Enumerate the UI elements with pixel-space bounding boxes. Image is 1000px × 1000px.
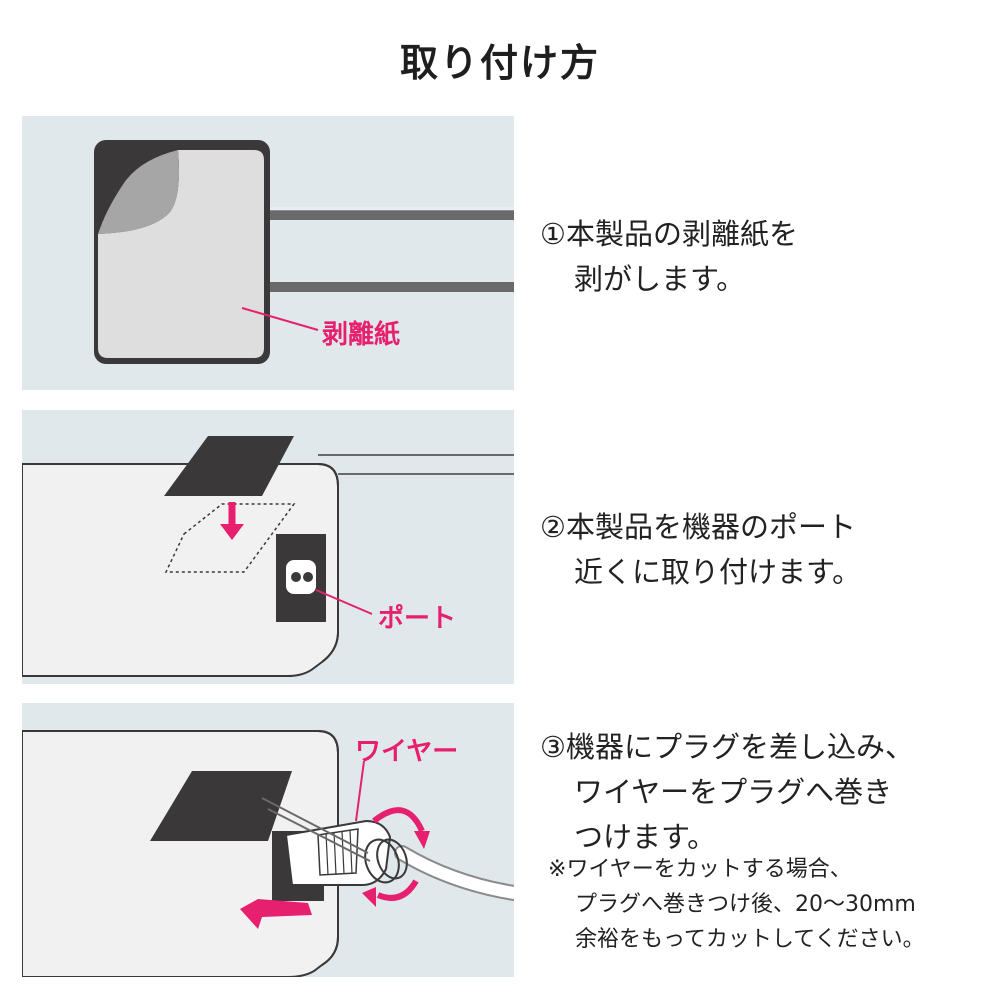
wire-strand-upper <box>261 797 369 854</box>
step-1-number: ① <box>540 217 566 251</box>
port-callout: ポート <box>378 604 457 634</box>
step-3-illustration: ワイヤー <box>22 703 514 977</box>
page-title: 取り付け方 <box>399 41 600 85</box>
liner-callout: 剥離紙 <box>322 320 401 350</box>
step-2-instructions: ②本製品を機器のポート 近くに取り付けます。 <box>540 505 980 595</box>
wrap-arrow-icon-upper <box>414 831 430 849</box>
plug-head <box>284 819 392 886</box>
step-2-line-1: ②本製品を機器のポート <box>540 510 857 544</box>
step-2-line-2: 近くに取り付けます。 <box>574 555 862 589</box>
wire-callout: ワイヤー <box>355 737 459 767</box>
note-line-1: ※ワイヤーをカットする場合、 <box>548 857 852 882</box>
release-liner <box>98 150 264 358</box>
step-1-line-1: ①本製品の剥離紙を <box>540 217 799 251</box>
cutting-note: ※ワイヤーをカットする場合、 プラグへ巻きつけ後、20～30mm 余裕をもってカ… <box>548 852 988 957</box>
step-3-diagram <box>22 730 514 977</box>
step-3-line-3: つけます。 <box>574 820 717 854</box>
wrap-arrow-icon-lower <box>362 887 376 907</box>
liner-leader-line <box>241 307 319 331</box>
step-3-number: ③ <box>540 730 566 764</box>
liner-peeled-corner <box>98 150 179 234</box>
step-2-diagram <box>22 436 514 677</box>
step-2-number: ② <box>540 510 566 544</box>
step-1-diagram <box>94 140 514 364</box>
mount-position-outline <box>164 503 296 573</box>
step-1-instructions: ①本製品の剥離紙を 剥がします。 <box>540 212 980 302</box>
note-mark: ※ <box>548 857 567 882</box>
step-1-illustration: 剥離紙 <box>22 116 514 390</box>
wire-strand-upper <box>252 210 514 220</box>
step-3-instructions: ③機器にプラグを差し込み、 ワイヤーをプラグへ巻き つけます。 <box>540 725 980 860</box>
adhesive-pad <box>150 771 292 841</box>
wire-leader-line <box>355 760 365 822</box>
adhesive-pad <box>164 436 294 496</box>
attach-arrow-icon <box>220 524 244 540</box>
step-3-line-1: ③機器にプラグを差し込み、 <box>540 730 915 764</box>
wire-strand-lower <box>267 808 371 862</box>
step-3-line-2: ワイヤーをプラグへ巻き <box>574 775 893 809</box>
wire-strand-lower <box>252 282 514 292</box>
wire-loop-inner <box>376 838 408 880</box>
note-line-3: 余裕をもってカットしてください。 <box>575 927 925 952</box>
port-leader-line <box>315 589 373 615</box>
insert-arrow-icon <box>240 899 312 929</box>
wire-loop-outer <box>364 838 400 884</box>
note-line-2: プラグへ巻きつけ後、20～30mm <box>575 892 916 917</box>
step-2-illustration: ポート <box>22 410 514 684</box>
step-1-line-2: 剥がします。 <box>574 262 746 296</box>
